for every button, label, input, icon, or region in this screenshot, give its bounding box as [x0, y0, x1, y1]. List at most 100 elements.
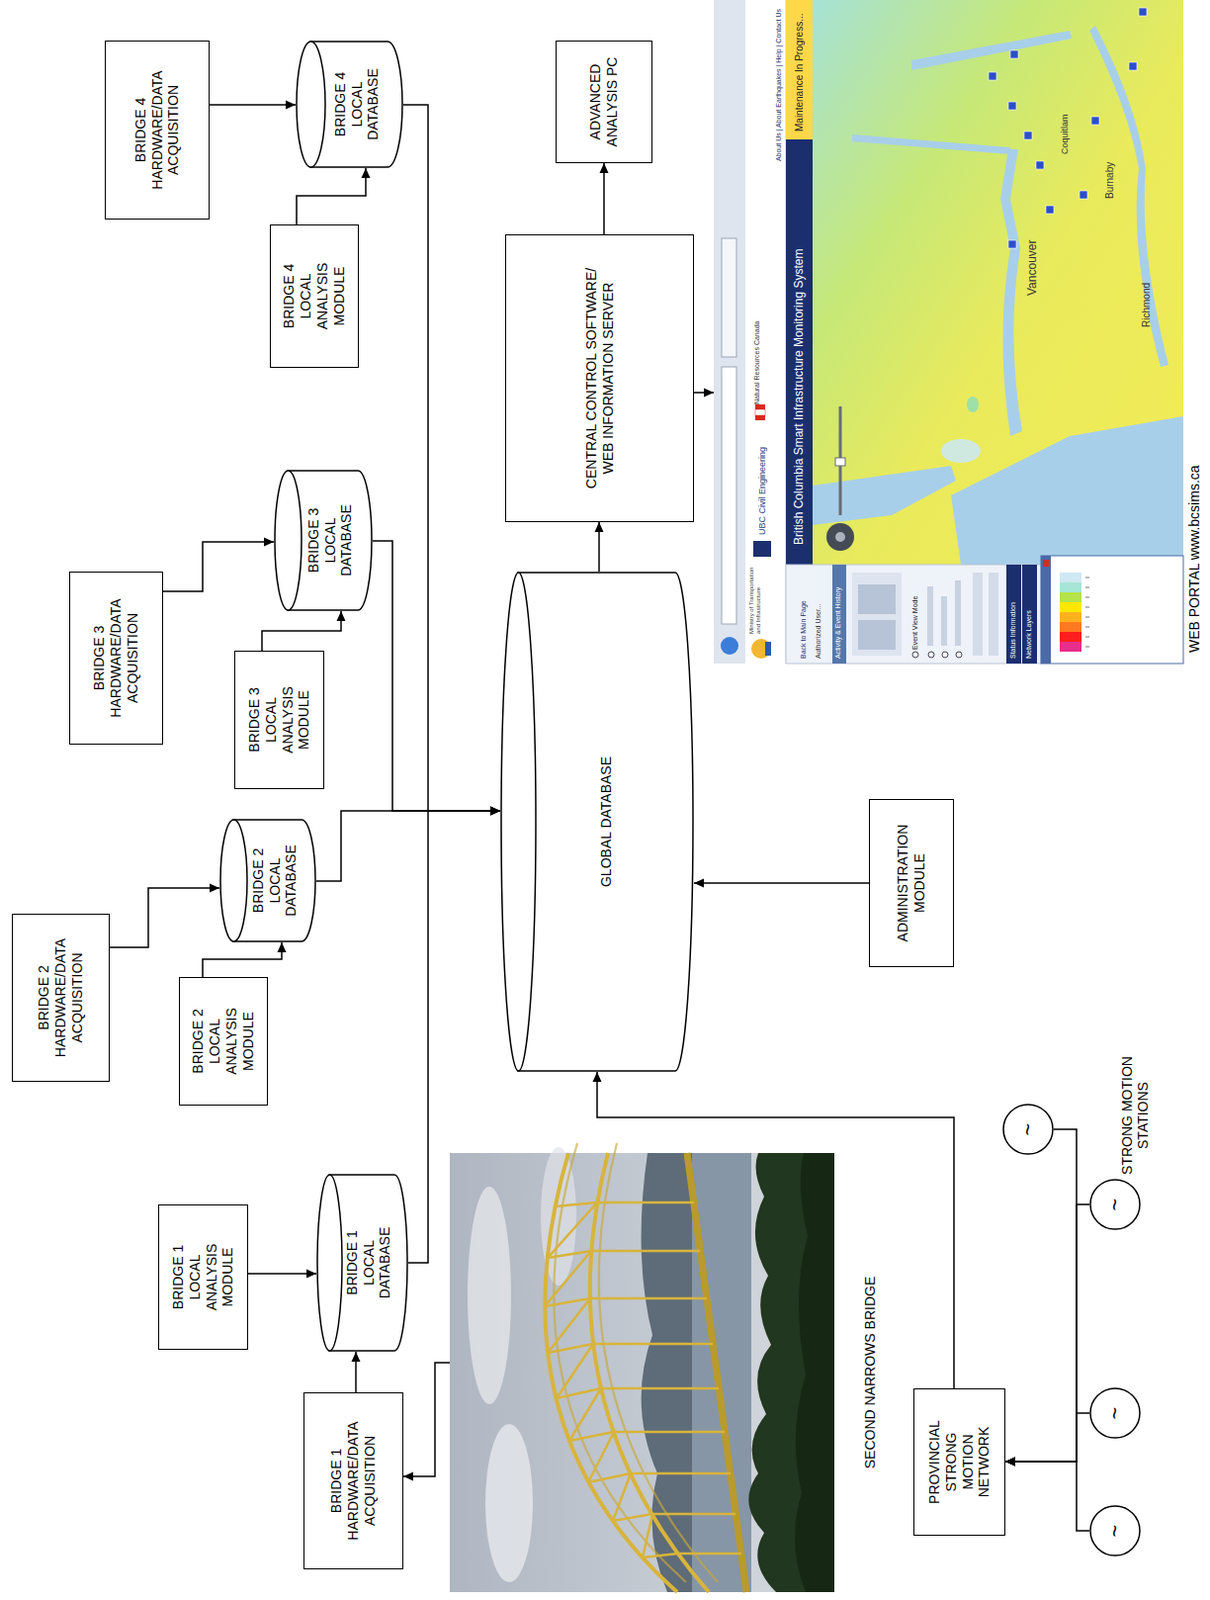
process-box: ADMINISTRATION MODULE	[868, 798, 954, 967]
node-label: CENTRAL CONTROL SOFTWARE/ WEB INFORMATIO…	[583, 264, 617, 493]
connector-line	[202, 942, 282, 977]
database-label-area: BRIDGE 2 LOCAL DATABASE	[247, 822, 303, 939]
connector-line	[109, 887, 220, 948]
arrow-head	[595, 521, 605, 532]
database-cylinder: BRIDGE 1 LOCAL DATABASE	[316, 1173, 409, 1352]
database-label-area: BRIDGE 4 LOCAL DATABASE	[325, 44, 389, 165]
station-symbol: ~	[1104, 1524, 1126, 1538]
connector-line	[261, 610, 342, 651]
screenshot-text: UBC Civil Engineering	[757, 416, 768, 535]
screenshot-text: About Us | About Earthquakes | Help | Co…	[775, 8, 783, 259]
connector-line	[408, 810, 501, 1263]
arrow-head	[490, 806, 501, 816]
node-label: BRIDGE 3 HARDWARE/DATA ACQUISITION	[90, 594, 141, 723]
process-box: BRIDGE 4 LOCAL ANALYSIS MODULE	[269, 224, 359, 368]
arrow-head	[1005, 1457, 1016, 1467]
arrow-head	[277, 942, 287, 952]
process-box: CENTRAL CONTROL SOFTWARE/ WEB INFORMATIO…	[505, 234, 694, 522]
arrow-head	[351, 1351, 361, 1362]
bridge-photo-art	[449, 1142, 835, 1592]
arrow-head	[306, 1269, 317, 1279]
process-box: BRIDGE 2 HARDWARE/DATA ACQUISITION	[11, 913, 110, 1082]
connector-arrow	[209, 100, 296, 110]
screenshot-text: Network Layers	[1025, 565, 1034, 659]
connector-line	[597, 1071, 954, 1388]
station-symbol: ~	[1104, 1198, 1126, 1211]
connector-arrow	[595, 521, 605, 572]
connector-arrow	[296, 168, 371, 225]
node-label: BRIDGE 4 LOCAL ANALYSIS MODULE	[280, 254, 347, 340]
connector-line	[296, 168, 366, 225]
process-box: BRIDGE 3 HARDWARE/DATA ACQUISITION	[69, 571, 164, 745]
node-label: BRIDGE 1 HARDWARE/DATA ACQUISITION	[328, 1416, 378, 1546]
connector-arrow	[372, 540, 501, 816]
arrow-head	[490, 806, 501, 816]
connector-arrow	[109, 883, 220, 949]
arrow-head	[1005, 1457, 1016, 1467]
node-label: ADVANCED ANALYSIS PC	[587, 52, 621, 152]
arrow-head	[703, 388, 714, 398]
node-label: GLOBAL DATABASE	[598, 756, 615, 887]
screenshot-text: Activity & Event History	[834, 565, 843, 659]
connector-arrow	[261, 610, 346, 651]
arrow-head	[361, 168, 371, 178]
station-circle: ~	[1089, 1178, 1141, 1230]
web-portal-screenshot: WEB PORTAL www.bcsims.ca	[713, 0, 1209, 664]
connector-line	[1005, 1461, 1090, 1531]
database-label-area: BRIDGE 3 LOCAL DATABASE	[301, 473, 359, 607]
process-box: BRIDGE 3 LOCAL ANALYSIS MODULE	[234, 650, 325, 789]
arrow-head	[693, 878, 704, 888]
screenshot-text: Natural Resources Canada	[753, 330, 762, 405]
node-label: BRIDGE 2 HARDWARE/DATA ACQUISITION	[35, 933, 86, 1062]
database-label-area: BRIDGE 1 LOCAL DATABASE	[342, 1177, 396, 1348]
connector-line	[372, 540, 501, 811]
screenshot-text: Event View Mode	[911, 566, 920, 650]
database-cylinder: BRIDGE 2 LOCAL DATABASE	[219, 818, 317, 943]
node-label: ADMINISTRATION MODULE	[894, 818, 929, 948]
connector-arrow	[403, 104, 501, 816]
arrow-head	[1005, 1457, 1016, 1467]
database-outline	[500, 571, 694, 1072]
station-symbol: ~	[1017, 1123, 1039, 1136]
arrow-head	[403, 1471, 414, 1481]
node-label: BRIDGE 4 LOCAL DATABASE	[332, 60, 382, 150]
map-label: Burnaby	[1104, 139, 1117, 199]
arrow-head	[263, 537, 274, 547]
connector-arrow	[1005, 1128, 1077, 1467]
database-cylinder: BRIDGE 4 LOCAL DATABASE	[295, 40, 404, 169]
map-label: Vancouver	[1026, 216, 1040, 296]
arrow-head	[1005, 1457, 1016, 1467]
node-label: BRIDGE 4 HARDWARE/DATA ACQUISITION	[132, 66, 182, 195]
connector-line	[316, 810, 501, 881]
node-label: BRIDGE 3 LOCAL DATABASE	[305, 496, 355, 586]
connector-line	[603, 163, 605, 235]
screenshot-text: Authorized User...	[814, 567, 823, 659]
screenshot-text: Back to Main Page	[799, 567, 808, 659]
arrow-head	[285, 100, 296, 110]
connector-arrow	[693, 388, 714, 398]
annotation-label: STRONG MOTION STATIONS	[1119, 1045, 1151, 1185]
station-symbol: ~	[1104, 1406, 1126, 1420]
node-label: PROVINCIAL STRONG MOTION NETWORK	[926, 1417, 993, 1507]
screenshot-text: Status Information	[1009, 565, 1018, 659]
connector-line	[693, 881, 869, 884]
figure-caption: WEB PORTAL www.bcsims.ca	[1186, 464, 1204, 653]
screenshot-text: Maintenance In Progress...	[793, 4, 806, 132]
screenshot-title: British Columbia Smart Infrastructure Mo…	[792, 139, 807, 545]
connector-line	[1005, 1128, 1077, 1462]
connector-arrow	[163, 537, 274, 593]
process-box: BRIDGE 2 LOCAL ANALYSIS MODULE	[178, 976, 268, 1106]
figure-caption: SECOND NARROWS BRIDGE	[862, 1152, 879, 1592]
connector-arrow	[248, 1269, 317, 1279]
node-label: BRIDGE 3 LOCAL ANALYSIS MODULE	[246, 677, 313, 763]
connector-line	[163, 541, 274, 592]
arrow-head	[209, 883, 220, 893]
arrow-head	[490, 806, 501, 816]
database-cylinder: BRIDGE 3 LOCAL DATABASE	[273, 469, 373, 611]
connector-line	[403, 104, 501, 811]
connector-arrow	[403, 1362, 450, 1481]
connector-arrow	[408, 806, 501, 1264]
database-label-area: GLOBAL DATABASE	[535, 575, 677, 1068]
map-label: Richmond	[1140, 258, 1153, 328]
